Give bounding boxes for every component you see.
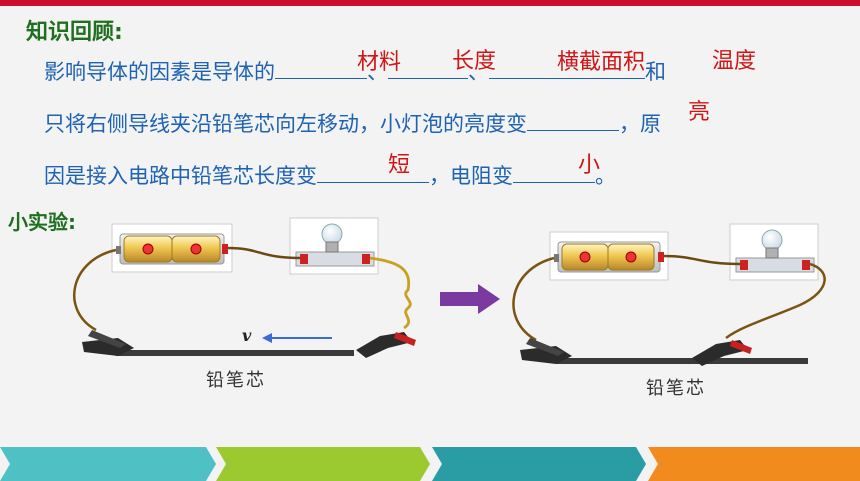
blank-2 [388,58,468,79]
right-clip-middle [692,340,752,366]
footer-segment-3 [432,447,646,481]
top-accent-bar [0,0,860,6]
q2-line1-prefix: 只将右侧导线夹沿铅笔芯向左移动，小灯泡的亮度变 [44,112,527,136]
left-clip-left [82,330,134,356]
q1-sep-2: 、 [468,60,489,84]
right-clip-left [520,338,572,364]
left-battery-box [111,223,233,273]
left-pencil-core [116,350,354,356]
footer-chevron-bar [0,447,860,481]
right-battery-box [549,231,669,281]
left-circuit [72,217,416,358]
pencil-label-right: 铅笔芯 [646,378,706,399]
answer-temperature: 温度 [712,49,757,74]
right-pencil-core [556,358,808,364]
answer-resistance: 小 [578,153,601,178]
right-circuit [512,223,826,366]
right-bulb-board [729,223,819,281]
circuit-diagram [72,217,826,366]
question-2-line-1: 只将右侧导线夹沿铅笔芯向左移动，小灯泡的亮度变 ，原 [44,108,661,138]
answer-brightness: 亮 [688,100,711,125]
q2-line2-mid: ，电阻变 [429,164,513,188]
left-clip-right [356,332,416,358]
blank-3 [489,58,645,79]
blank-brightness [527,110,619,131]
velocity-label: v [242,326,252,345]
q2-line2-prefix: 因是接入电路中铅笔芯长度变 [44,164,317,188]
answer-cross-section: 横截面积 [557,50,646,75]
blank-length-change [317,162,429,183]
q2-line1-suffix: ，原 [619,112,661,136]
experiment-heading: 小实验: [8,210,76,234]
answer-material: 材料 [357,50,402,75]
section-title: 知识回顾: [26,20,123,45]
q1-prefix: 影响导体的因素是导体的 [44,60,275,84]
q2-line2-suffix: 。 [595,164,616,188]
answer-length: 长度 [452,49,497,74]
blank-resistance [513,162,595,183]
blank-1 [275,58,367,79]
question-1-line: 影响导体的因素是导体的 、 、 和 [44,56,666,86]
pencil-label-left: 铅笔芯 [206,370,266,391]
footer-segment-4 [648,447,860,481]
footer-segment-1 [0,447,216,481]
left-bulb-board [289,217,379,275]
q1-suffix: 和 [645,60,666,84]
answer-length-change: 短 [388,153,411,178]
question-2-line-2: 因是接入电路中铅笔芯长度变 ，电阻变 。 [44,160,616,190]
transition-arrow [440,284,500,314]
q1-sep-1: 、 [367,60,388,84]
footer-segment-2 [216,447,430,481]
